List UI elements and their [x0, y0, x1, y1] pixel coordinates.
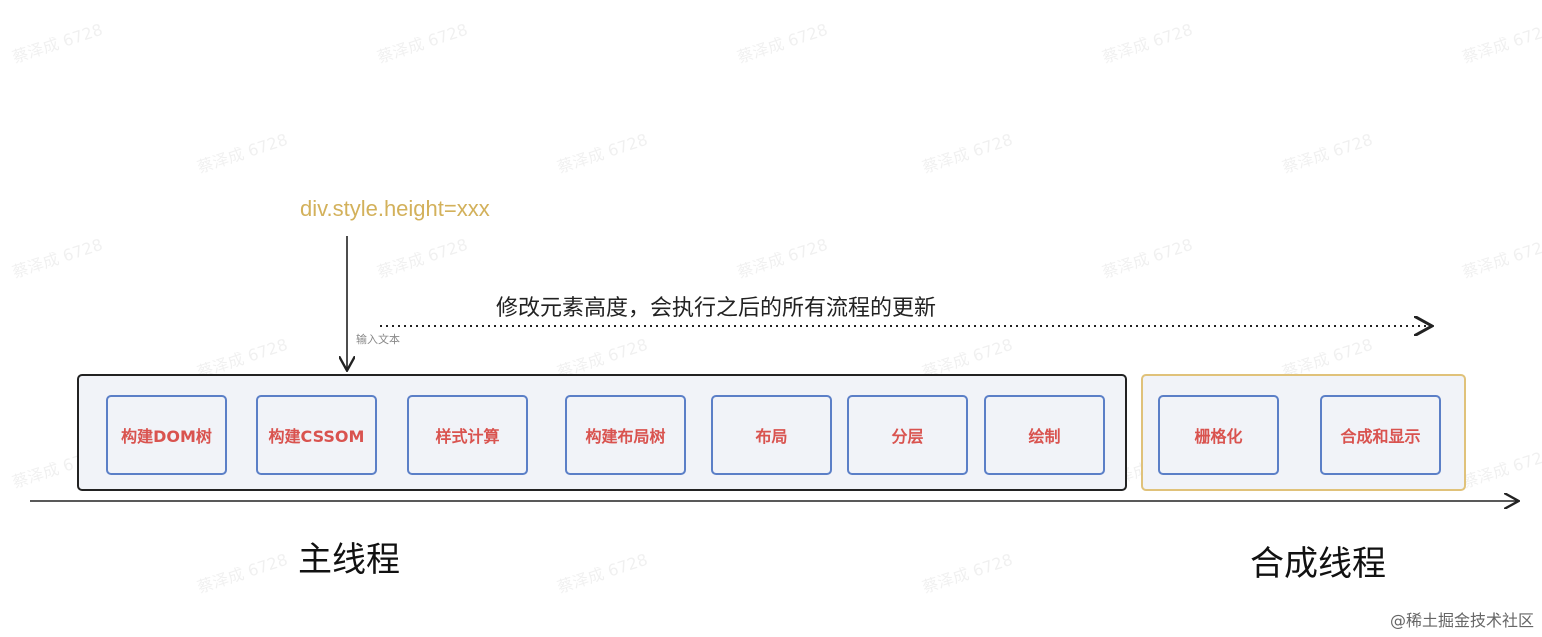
step-composite-display: 合成和显示 — [1320, 395, 1441, 475]
step-style-calc: 样式计算 — [407, 395, 528, 475]
step-build-layout-tree: 构建布局树 — [565, 395, 686, 475]
code-label: div.style.height=xxx — [300, 196, 490, 221]
step-paint: 绘制 — [984, 395, 1105, 475]
footer-credit: @稀土掘金技术社区 — [1389, 611, 1534, 630]
compositor-thread-label: 合成线程 — [1250, 544, 1386, 584]
update-description: 修改元素高度，会执行之后的所有流程的更新 — [496, 296, 937, 321]
step-layout: 布局 — [711, 395, 832, 475]
step-layering: 分层 — [847, 395, 968, 475]
step-build-cssom: 构建CSSOM — [256, 395, 377, 475]
step-rasterize: 栅格化 — [1158, 395, 1279, 475]
step-build-dom-tree: 构建DOM树 — [106, 395, 227, 475]
input-note: 输入文本 — [356, 333, 400, 346]
main-thread-label: 主线程 — [298, 540, 400, 580]
